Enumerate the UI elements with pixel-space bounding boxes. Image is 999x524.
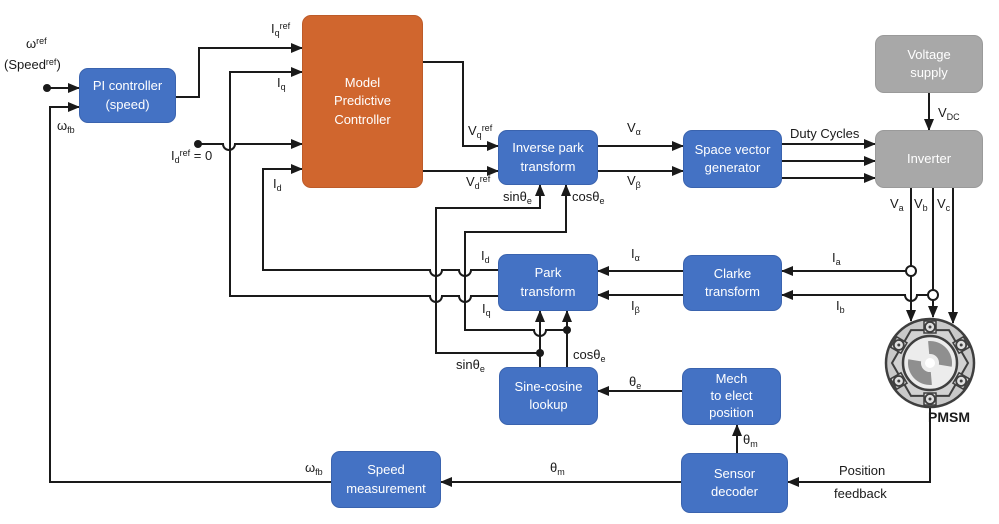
- current-tap-icon: [905, 265, 917, 277]
- wire-iq-ref: [176, 43, 303, 98]
- label-vq-ref: Vqref: [468, 123, 493, 140]
- label-id-in: Id: [273, 176, 282, 193]
- label-omega-fb-pi: ωfb: [57, 118, 75, 135]
- block-sensor-decoder: Sensor decoder: [681, 453, 788, 513]
- wire-cos-to-inverse-park: [464, 184, 571, 337]
- label-cos-park: cosθe: [573, 347, 606, 364]
- wire-id-ref: [198, 139, 303, 151]
- wire-ib: [781, 290, 928, 302]
- label-position-feedback-line1: Position: [839, 463, 886, 478]
- label-omega-fb-speed: ωfb: [305, 460, 323, 477]
- junction-dot: [194, 140, 202, 148]
- wire-position-feedback: [787, 406, 931, 487]
- label-vc: Vc: [937, 196, 951, 213]
- label-v-alpha: Vα: [627, 120, 641, 137]
- label-vd-ref: Vdref: [466, 174, 491, 191]
- junction-dot: [43, 84, 51, 92]
- pmsm-motor-icon: [884, 317, 976, 409]
- block-pi-controller: PI controller (speed): [79, 68, 176, 123]
- wire-iq-feedback: [229, 67, 498, 303]
- label-vb: Vb: [914, 196, 928, 213]
- block-clarke-transform: Clarke transform: [683, 255, 782, 311]
- current-tap-icon: [927, 289, 939, 301]
- block-speed-measurement: Speed measurement: [331, 451, 441, 508]
- wire-speed-feedback: [49, 102, 331, 483]
- label-position-feedback-line2: feedback: [834, 486, 887, 501]
- label-i-alpha: Iα: [631, 246, 640, 263]
- label-iq-park: Iq: [482, 301, 491, 318]
- label-i-beta: Iβ: [631, 298, 640, 315]
- junction-dot: [536, 349, 544, 357]
- label-speed-ref: (Speedref): [4, 57, 61, 72]
- label-v-beta: Vβ: [627, 173, 641, 190]
- label-vdc: VDC: [938, 105, 960, 122]
- label-theta-m-horizontal: θm: [550, 460, 565, 477]
- block-model-predictive-controller: Model Predictive Controller: [302, 15, 423, 188]
- block-park-transform: Park transform: [498, 254, 598, 311]
- label-id-ref: Idref = 0: [171, 148, 213, 165]
- block-space-vector-generator: Space vector generator: [683, 130, 782, 188]
- label-ib: Ib: [836, 298, 845, 315]
- block-inverse-park-transform: Inverse park transform: [498, 130, 598, 185]
- wire-sin-to-inverse-park: [435, 184, 545, 354]
- block-inverter: Inverter: [875, 130, 983, 188]
- junction-dot: [563, 326, 571, 334]
- label-duty-cycles: Duty Cycles: [790, 126, 860, 141]
- label-ia: Ia: [832, 250, 841, 267]
- wire-id-feedback: [262, 164, 498, 277]
- label-theta-e: θe: [629, 374, 642, 391]
- label-iq-in: Iq: [277, 75, 286, 92]
- label-sin-inverse-park: sinθe: [503, 189, 532, 206]
- block-voltage-supply: Voltage supply: [875, 35, 983, 93]
- label-iq-ref: Iqref: [271, 21, 291, 38]
- label-cos-inverse-park: cosθe: [572, 189, 605, 206]
- label-theta-m-vertical: θm: [743, 432, 758, 449]
- label-sin-park: sinθe: [456, 357, 485, 374]
- label-id-park: Id: [481, 248, 490, 265]
- wire-vq-ref: [423, 61, 499, 151]
- label-omega-ref: ωref: [26, 36, 47, 51]
- block-sine-cosine-lookup: Sine-cosine lookup: [499, 367, 598, 425]
- block-mech-to-elect-position: Mech to elect position: [682, 368, 781, 425]
- label-pmsm: PMSM: [928, 409, 970, 425]
- label-va: Va: [890, 196, 904, 213]
